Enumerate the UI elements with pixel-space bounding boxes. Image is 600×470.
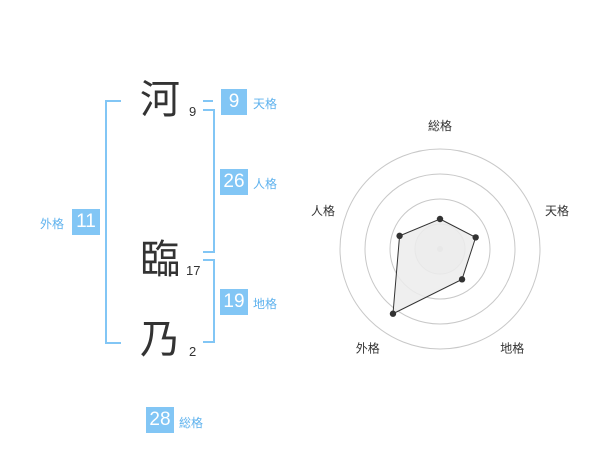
jinkaku-bracket: [203, 109, 215, 253]
name-char-1: 河: [140, 77, 180, 123]
radar-axis-label-4: 外格: [356, 341, 380, 356]
radar-point-1: [436, 215, 444, 223]
soukaku-value: 28: [146, 407, 174, 433]
radar-point-3: [458, 276, 466, 283]
radar-axis-label-1: 総格: [428, 118, 452, 133]
tenkaku-value: 9: [221, 89, 247, 115]
radar-points: [389, 215, 479, 317]
gaikaku-bracket: [105, 100, 121, 344]
tenkaku-connector: [203, 100, 213, 102]
chikaku-bracket: [203, 259, 215, 343]
name-char-3-strokes: 2: [189, 344, 197, 359]
radar-axis-label-2: 天格: [545, 203, 569, 218]
soukaku-label: 総格: [179, 416, 204, 430]
gaikaku-label: 外格: [40, 217, 65, 231]
name-char-1-strokes: 9: [189, 104, 197, 119]
gaikaku-value: 11: [72, 209, 100, 235]
radar-axis-label-5: 人格: [311, 203, 335, 218]
radar-ring-2: [389, 198, 491, 300]
jinkaku-value: 26: [220, 169, 248, 195]
tenkaku-label: 天格: [253, 97, 278, 111]
radar-point-4: [389, 310, 397, 317]
radar-axis-label-3: 地格: [500, 341, 524, 356]
radar-series-area: [392, 218, 477, 315]
name-char-2-strokes: 17: [186, 263, 201, 278]
radar-point-5: [396, 232, 403, 240]
name-char-3: 乃: [140, 317, 180, 363]
radar-ring-3: [364, 173, 516, 325]
radar-point-2: [472, 234, 479, 241]
radar-ring-4: [339, 148, 541, 350]
chikaku-value: 19: [220, 289, 248, 315]
name-char-2: 臨: [140, 237, 180, 283]
jinkaku-label: 人格: [253, 177, 278, 191]
chikaku-label: 地格: [253, 297, 278, 311]
